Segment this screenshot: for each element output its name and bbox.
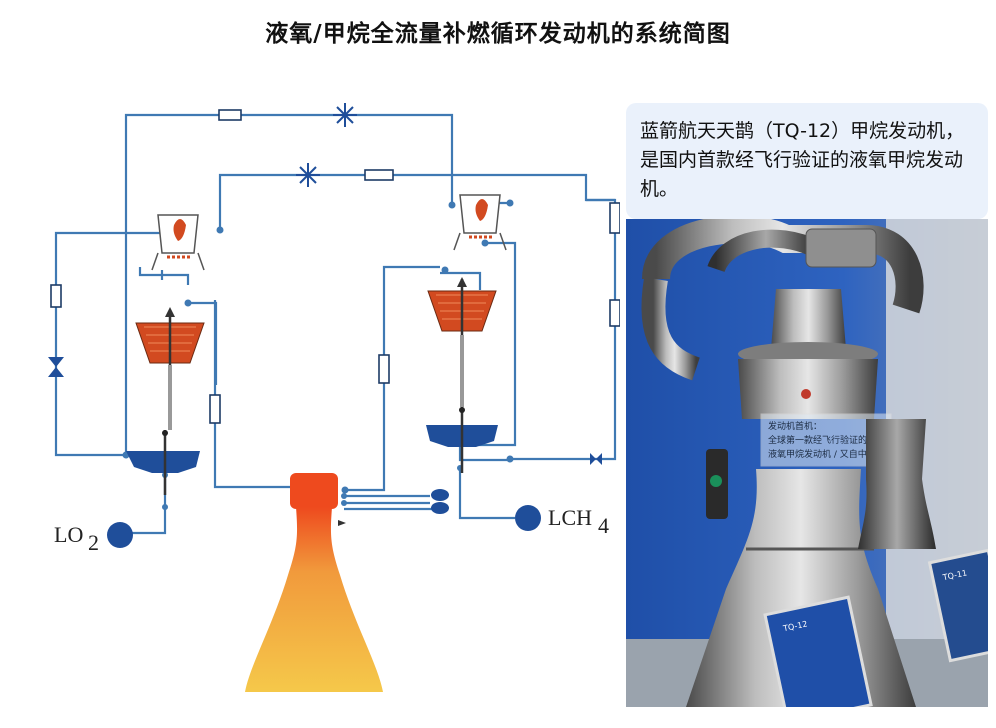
heat-exchanger-icons [296,103,357,187]
caption-text: 蓝箭航天天鹊（TQ-12）甲烷发动机，是国内首款经飞行验证的液氧甲烷发动机。 [640,120,965,200]
lch4-subscript: 4 [598,513,609,538]
engine-system-diagram: LO 2 LCH 4 [48,103,620,692]
page-title: 液氧/甲烷全流量补燃循环发动机的系统简图 [265,21,731,47]
preburner-left [151,214,205,271]
engine-photo: 发动机首机： 全球第一款经飞行验证的 液氧甲烷发动机 / 又自中国 TQ-12 … [626,219,988,707]
engine-photo-illustration: 发动机首机： 全球第一款经飞行验证的 液氧甲烷发动机 / 又自中国 TQ-12 … [626,219,988,707]
pump-right [426,407,498,473]
sign-line-2: 全球第一款经飞行验证的 [768,434,867,446]
combustion-chamber-nozzle [245,473,383,692]
lch4-tank: LCH 4 [515,505,609,538]
sign-line-1: 发动机首机： [768,420,822,432]
preburner-right [453,194,507,251]
valve-icons [48,357,602,465]
turbine-left [135,307,205,430]
lch4-label: LCH [548,505,592,530]
lox-tank: LO 2 [54,522,133,555]
lox-label: LO [54,522,83,547]
pipe-network [54,113,617,535]
lox-subscript: 2 [88,530,99,555]
caption-box: 蓝箭航天天鹊（TQ-12）甲烷发动机，是国内首款经飞行验证的液氧甲烷发动机。 [626,103,988,219]
injector-lobes [431,489,449,514]
flowmeter-symbols [50,109,620,424]
turbine-right [427,277,497,407]
sign-line-3: 液氧甲烷发动机 / 又自中国 [768,448,876,460]
pump-left [126,430,200,495]
